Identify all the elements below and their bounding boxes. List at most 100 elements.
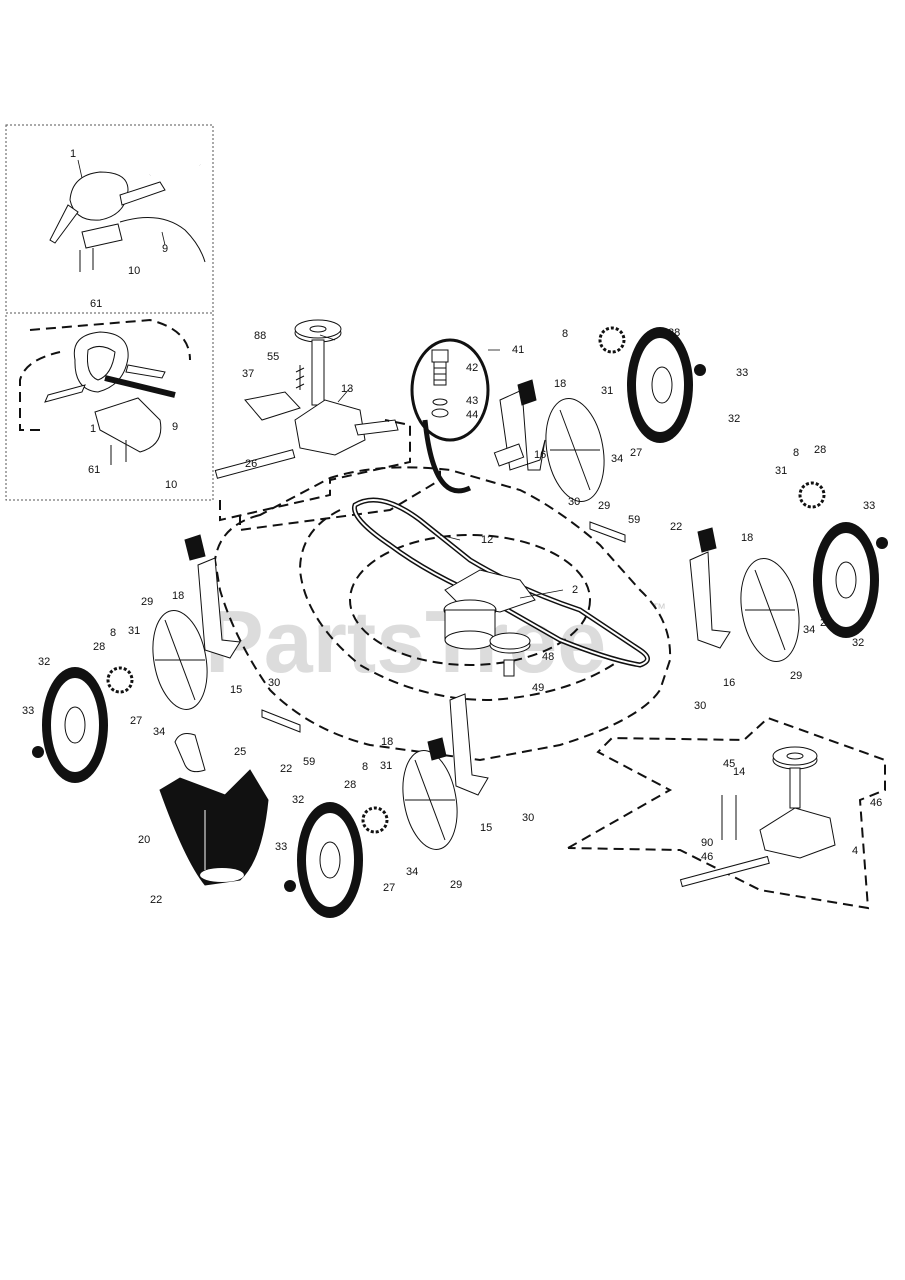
leader-lines — [77, 159, 564, 599]
gear-right — [798, 481, 826, 509]
height-adjuster-front — [427, 693, 489, 796]
adapter-inset — [410, 338, 490, 494]
callout-14: 14 — [733, 766, 745, 778]
callout-12: 12 — [481, 534, 493, 546]
callout-30a: 30 — [568, 496, 580, 508]
callout-32d: 32 — [292, 794, 304, 806]
wheel-front — [284, 802, 363, 918]
callout-34b: 34 — [803, 624, 815, 636]
callout-27c: 27 — [130, 715, 142, 727]
callout-16b: 16 — [723, 677, 735, 689]
callout-32a: 32 — [728, 413, 740, 425]
callout-33a: 33 — [736, 367, 748, 379]
callout-25: 25 — [234, 746, 246, 758]
callout-30c: 30 — [268, 677, 280, 689]
callout-9a: 9 — [162, 243, 168, 255]
hubcap-right — [740, 558, 800, 662]
gear-top-right — [598, 326, 626, 354]
callout-8a: 8 — [562, 328, 568, 340]
callout-28d: 28 — [344, 779, 356, 791]
callout-18b: 18 — [741, 532, 753, 544]
callout-22c: 22 — [150, 894, 162, 906]
mulch-plug — [159, 769, 269, 886]
callout-33c: 33 — [22, 705, 34, 717]
callout-42: 42 — [466, 362, 478, 374]
callout-26: 26 — [245, 458, 257, 470]
callout-34a: 34 — [611, 453, 623, 465]
callout-43: 43 — [466, 395, 478, 407]
gear-front — [361, 806, 389, 834]
callout-33b: 33 — [863, 500, 875, 512]
callout-15b: 15 — [480, 822, 492, 834]
transmission-left — [214, 319, 411, 522]
callout-46a: 46 — [870, 797, 882, 809]
callout-88: 88 — [254, 330, 266, 342]
callout-10a: 10 — [128, 265, 140, 277]
callout-41: 41 — [512, 344, 524, 356]
callout-22b: 22 — [280, 763, 292, 775]
callout-45: 45 — [723, 758, 735, 770]
callout-15a: 15 — [230, 684, 242, 696]
callout-8b: 8 — [793, 447, 799, 459]
transmission-right — [567, 716, 886, 910]
callout-33d: 33 — [275, 841, 287, 853]
callout-34c: 34 — [153, 726, 165, 738]
callout-16a: 16 — [534, 449, 546, 461]
callout-31c: 31 — [128, 625, 140, 637]
callout-13: 13 — [341, 383, 353, 395]
callout-32b: 32 — [852, 637, 864, 649]
hubcap-front — [402, 750, 458, 850]
callout-2: 2 — [572, 584, 578, 596]
callout-8c: 8 — [110, 627, 116, 639]
drive-belt — [351, 497, 650, 668]
pulley-bracket — [443, 569, 536, 677]
callout-59b: 59 — [303, 756, 315, 768]
callout-20: 20 — [138, 834, 150, 846]
watermark-text: PartsTree — [205, 592, 606, 691]
callout-labels: 1 9 10 61 1 9 10 61 88 55 37 13 26 41 42… — [22, 148, 882, 906]
height-adjuster-right — [689, 527, 731, 649]
callout-1a: 1 — [70, 148, 76, 160]
watermark-trademark: ™ — [652, 600, 666, 616]
callout-29c: 29 — [141, 596, 153, 608]
callout-27d: 27 — [383, 882, 395, 894]
height-adjuster-rear-right — [493, 379, 546, 471]
callout-31b: 31 — [775, 465, 787, 477]
callout-32c: 32 — [38, 656, 50, 668]
callout-29a: 29 — [598, 500, 610, 512]
deflector — [174, 733, 206, 773]
callout-30d: 30 — [522, 812, 534, 824]
callout-28a: 28 — [668, 327, 680, 339]
wheel-right — [813, 522, 888, 638]
callout-18d: 18 — [381, 736, 393, 748]
bracket-59-left — [261, 709, 301, 733]
callout-44: 44 — [466, 409, 478, 421]
callout-28c: 28 — [93, 641, 105, 653]
wheel-top-right — [627, 327, 706, 443]
callout-22a: 22 — [670, 521, 682, 533]
callout-49: 49 — [532, 682, 544, 694]
callout-48: 48 — [542, 651, 554, 663]
callout-55: 55 — [267, 351, 279, 363]
callout-37: 37 — [242, 368, 254, 380]
callout-9b: 9 — [172, 421, 178, 433]
callout-18c: 18 — [172, 590, 184, 602]
callout-29d: 29 — [450, 879, 462, 891]
bracket-59-right — [589, 521, 626, 543]
callout-10b: 10 — [165, 479, 177, 491]
callout-59a: 59 — [628, 514, 640, 526]
height-adjuster-left — [184, 534, 241, 659]
callout-27b: 27 — [820, 617, 832, 629]
callout-28b: 28 — [814, 444, 826, 456]
callout-30b: 30 — [694, 700, 706, 712]
callout-31a: 31 — [601, 385, 613, 397]
handle-inset-top — [5, 124, 214, 314]
callout-27a: 27 — [630, 447, 642, 459]
callout-8d: 8 — [362, 761, 368, 773]
callout-46b: 46 — [701, 851, 713, 863]
handle-inset-bottom — [5, 312, 214, 501]
wheel-left — [32, 667, 108, 783]
hubcap-left — [152, 610, 208, 710]
callout-34d: 34 — [406, 866, 418, 878]
